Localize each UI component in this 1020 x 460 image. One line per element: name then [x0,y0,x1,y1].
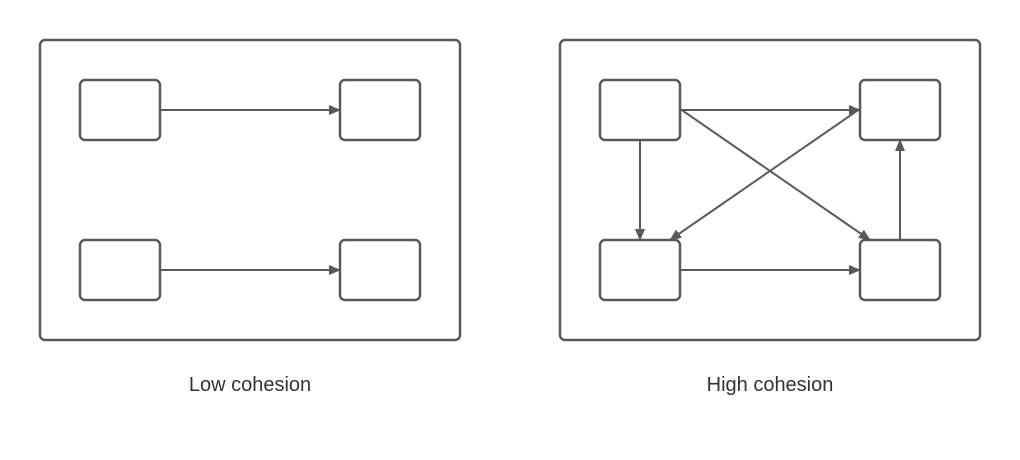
low-cohesion-node-top-left [78,78,162,142]
low-cohesion-node-top-right [338,78,422,142]
low-cohesion-arrows [160,105,341,275]
high-cohesion-node-top-left [598,78,682,142]
low-cohesion-panel [38,38,462,342]
high-cohesion-node-bottom-left [598,238,682,302]
high-cohesion-caption: High cohesion [706,374,834,396]
high-cohesion-arrows [635,105,905,275]
low-cohesion-node-bottom-right [338,238,422,302]
high-cohesion-arrow-top-right-to-bottom-left [669,107,861,241]
high-cohesion-arrow-top-left-to-bottom-right [679,107,871,241]
high-cohesion-panel [558,38,982,342]
low-cohesion-container [38,38,462,342]
low-cohesion-node-bottom-left [78,238,162,302]
high-cohesion-node-top-right [858,78,942,142]
high-cohesion-container [558,38,982,342]
high-cohesion-node-bottom-right [858,238,942,302]
low-cohesion-caption: Low cohesion [188,374,312,396]
